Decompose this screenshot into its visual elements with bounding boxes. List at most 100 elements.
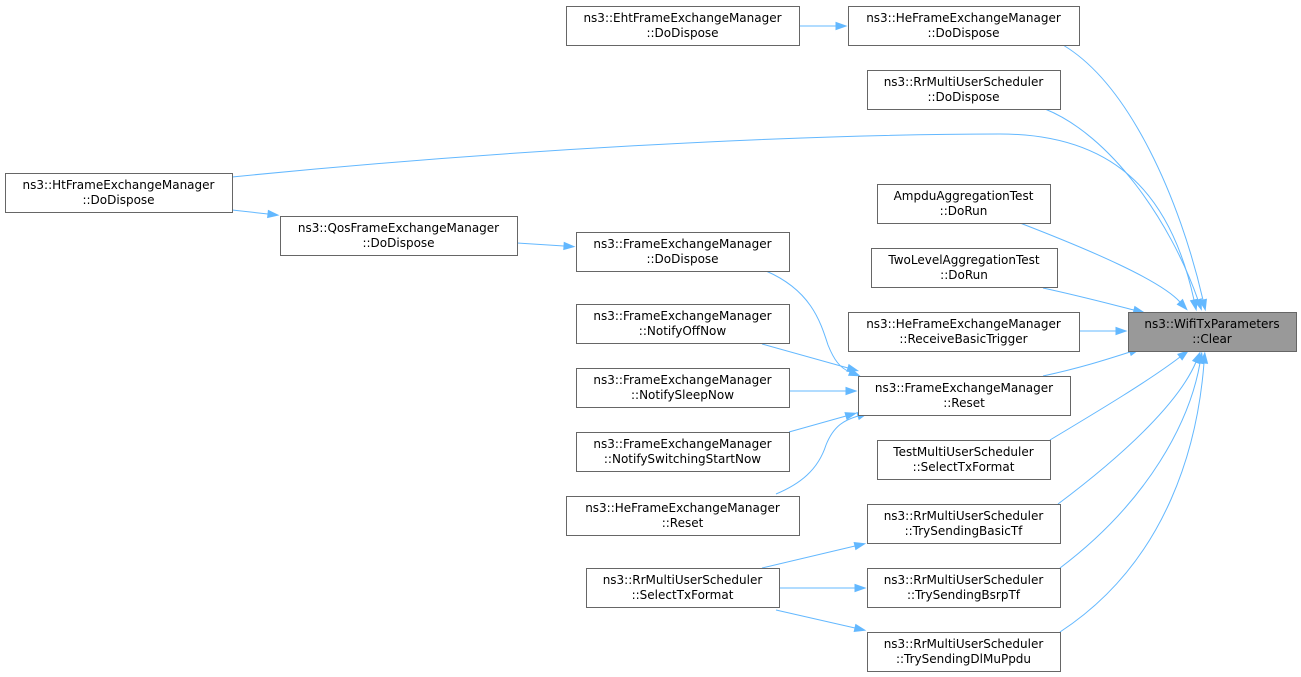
node-label-line2: ::DoRun <box>940 268 988 282</box>
edge-line <box>1042 287 1135 311</box>
node-label-line1: ns3::RrMultiUserScheduler <box>884 75 1044 89</box>
edge-rr_select-to-rr_basictf <box>761 542 867 569</box>
edge-he_rbt-to-root <box>1079 326 1128 336</box>
edge-line <box>1057 361 1197 505</box>
arrowhead-icon <box>267 209 280 219</box>
node-fem_dispose[interactable]: ns3::FrameExchangeManager::DoDispose <box>576 232 790 272</box>
edge-line <box>1059 362 1205 633</box>
node-label-line2: ::ReceiveBasicTrigger <box>899 332 1027 346</box>
node-box <box>848 6 1080 46</box>
edge-fem_notifyoff-to-fem_reset <box>761 343 860 372</box>
edge-rr_select-to-rr_bsrptf <box>779 583 867 593</box>
edge-line <box>1044 108 1199 301</box>
arrowhead-icon <box>853 542 867 551</box>
node-label-line1: AmpduAggregationTest <box>894 189 1034 203</box>
node-box <box>877 184 1051 224</box>
node-fem_reset[interactable]: ns3::FrameExchangeManager::Reset <box>858 376 1071 416</box>
arrowhead-icon <box>853 623 867 632</box>
edge-line <box>775 609 856 629</box>
edge-fem_reset-to-root <box>1042 348 1141 377</box>
arrowhead-icon <box>835 21 848 31</box>
node-fem_notifyoff[interactable]: ns3::FrameExchangeManager::NotifyOffNow <box>576 304 790 344</box>
node-label-line2: ::NotifyOffNow <box>639 324 727 338</box>
graph-edges <box>231 21 1209 633</box>
arrowhead-icon <box>846 363 860 372</box>
node-label-line2: ::TrySendingDlMuPpdu <box>896 652 1031 666</box>
edge-he_dispose-to-root <box>1062 44 1207 312</box>
node-fem_notifyswitch[interactable]: ns3::FrameExchangeManager::NotifySwitchi… <box>576 432 790 472</box>
node-box <box>877 440 1051 480</box>
arrowhead-icon <box>1177 349 1190 361</box>
node-fem_notifysleep[interactable]: ns3::FrameExchangeManager::NotifySleepNo… <box>576 368 790 408</box>
edge-line <box>1019 222 1181 303</box>
arrowhead-icon <box>844 412 858 421</box>
node-eht_dispose[interactable]: ns3::EhtFrameExchangeManager::DoDispose <box>566 6 800 46</box>
node-rr_bsrptf[interactable]: ns3::RrMultiUserScheduler::TrySendingBsr… <box>867 568 1061 608</box>
node-box <box>280 216 518 256</box>
node-box <box>576 368 790 408</box>
node-ht_dispose[interactable]: ns3::HtFrameExchangeManager::DoDispose <box>5 173 233 213</box>
node-rr_basictf[interactable]: ns3::RrMultiUserScheduler::TrySendingBas… <box>867 504 1061 544</box>
node-box <box>871 248 1058 288</box>
node-root[interactable]: ns3::WifiTxParameters::Clear <box>1128 312 1297 352</box>
node-label-line1: ns3::HtFrameExchangeManager <box>23 178 215 192</box>
edge-ht_dispose-to-root <box>231 133 1198 312</box>
arrowhead-icon <box>1199 351 1209 364</box>
edge-ht_dispose-to-qos_dispose <box>231 209 280 219</box>
node-ampdu_test[interactable]: AmpduAggregationTest::DoRun <box>877 184 1051 224</box>
node-label-line2: ::Clear <box>1192 332 1232 346</box>
node-rr_dispose[interactable]: ns3::RrMultiUserScheduler::DoDispose <box>867 70 1061 110</box>
node-box <box>858 376 1071 416</box>
node-label-line2: ::DoDispose <box>362 236 434 250</box>
node-label-line1: TwoLevelAggregationTest <box>887 253 1040 267</box>
node-label-line2: ::DoDispose <box>82 193 154 207</box>
node-box <box>1128 312 1297 352</box>
edge-rr_dispose-to-root <box>1044 108 1202 311</box>
arrowhead-icon <box>1189 298 1198 312</box>
node-label-line1: ns3::QosFrameExchangeManager <box>298 221 499 235</box>
node-label-line1: ns3::HeFrameExchangeManager <box>866 11 1061 25</box>
graph-nodes: ns3::WifiTxParameters::Clear ns3::EhtFram… <box>5 6 1297 672</box>
node-label-line1: ns3::FrameExchangeManager <box>875 381 1053 395</box>
edge-rr_select-to-rr_dlmuppdu <box>775 609 867 632</box>
node-label-line2: ::NotifySleepNow <box>631 388 734 402</box>
node-rr_dlmuppdu[interactable]: ns3::RrMultiUserScheduler::TrySendingDlM… <box>867 632 1061 672</box>
node-box <box>566 6 800 46</box>
node-label-line1: ns3::WifiTxParameters <box>1144 317 1279 331</box>
edge-line <box>231 133 1195 301</box>
edge-line <box>1049 356 1181 441</box>
node-label-line1: ns3::RrMultiUserScheduler <box>884 573 1044 587</box>
node-label-line2: ::SelectTxFormat <box>632 588 734 602</box>
edge-line <box>775 415 859 495</box>
node-label-line1: TestMultiUserScheduler <box>892 445 1033 459</box>
node-label-line2: ::DoDispose <box>927 26 999 40</box>
node-box <box>867 70 1061 110</box>
node-label-line1: ns3::EhtFrameExchangeManager <box>583 11 781 25</box>
node-label-line2: ::DoRun <box>940 204 988 218</box>
node-box <box>576 232 790 272</box>
node-twolevel_test[interactable]: TwoLevelAggregationTest::DoRun <box>871 248 1058 288</box>
edge-fem_notifysleep-to-fem_reset <box>789 386 858 396</box>
node-label-line2: ::DoDispose <box>646 252 718 266</box>
arrowhead-icon <box>845 386 858 396</box>
node-label-line2: ::Reset <box>943 396 985 410</box>
node-he_reset[interactable]: ns3::HeFrameExchangeManager::Reset <box>566 496 800 536</box>
node-rr_select[interactable]: ns3::RrMultiUserScheduler::SelectTxForma… <box>586 568 780 608</box>
edge-test_select-to-root <box>1049 349 1190 441</box>
node-box <box>566 496 800 536</box>
edge-twolevel_test-to-root <box>1042 287 1146 314</box>
node-label-line2: ::TrySendingBsrpTf <box>907 588 1021 602</box>
node-label-line1: ns3::HeFrameExchangeManager <box>866 317 1061 331</box>
node-label-line2: ::SelectTxFormat <box>913 460 1015 474</box>
node-label-line1: ns3::RrMultiUserScheduler <box>603 573 763 587</box>
node-label-line1: ns3::RrMultiUserScheduler <box>884 637 1044 651</box>
node-he_rbt[interactable]: ns3::HeFrameExchangeManager::ReceiveBasi… <box>848 312 1080 352</box>
node-qos_dispose[interactable]: ns3::QosFrameExchangeManager::DoDispose <box>280 216 518 256</box>
node-label-line2: ::DoDispose <box>646 26 718 40</box>
node-he_dispose[interactable]: ns3::HeFrameExchangeManager::DoDispose <box>848 6 1080 46</box>
node-test_select[interactable]: TestMultiUserScheduler::SelectTxFormat <box>877 440 1051 480</box>
node-box <box>586 568 780 608</box>
edge-ampdu_test-to-root <box>1019 222 1188 311</box>
edge-fem_notifyswitch-to-fem_reset <box>788 412 858 433</box>
